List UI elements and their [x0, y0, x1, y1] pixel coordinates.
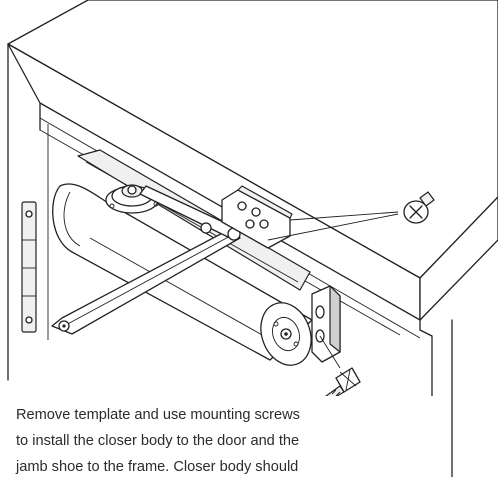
caption-line-1: Remove template and use mounting screws: [16, 407, 300, 423]
frame-mounting-screw: [267, 191, 435, 241]
arm-shoe-bracket: [221, 185, 293, 249]
instruction-caption: Remove template and use mounting screws …: [0, 396, 436, 486]
closer-body: [52, 183, 313, 366]
caption-line-3: jamb shoe to the frame. Closer body shou…: [16, 459, 299, 475]
jamb-shoe: [311, 285, 341, 363]
caption-line-2: to install the closer body to the door a…: [16, 433, 300, 449]
door-hinge: [21, 201, 37, 333]
